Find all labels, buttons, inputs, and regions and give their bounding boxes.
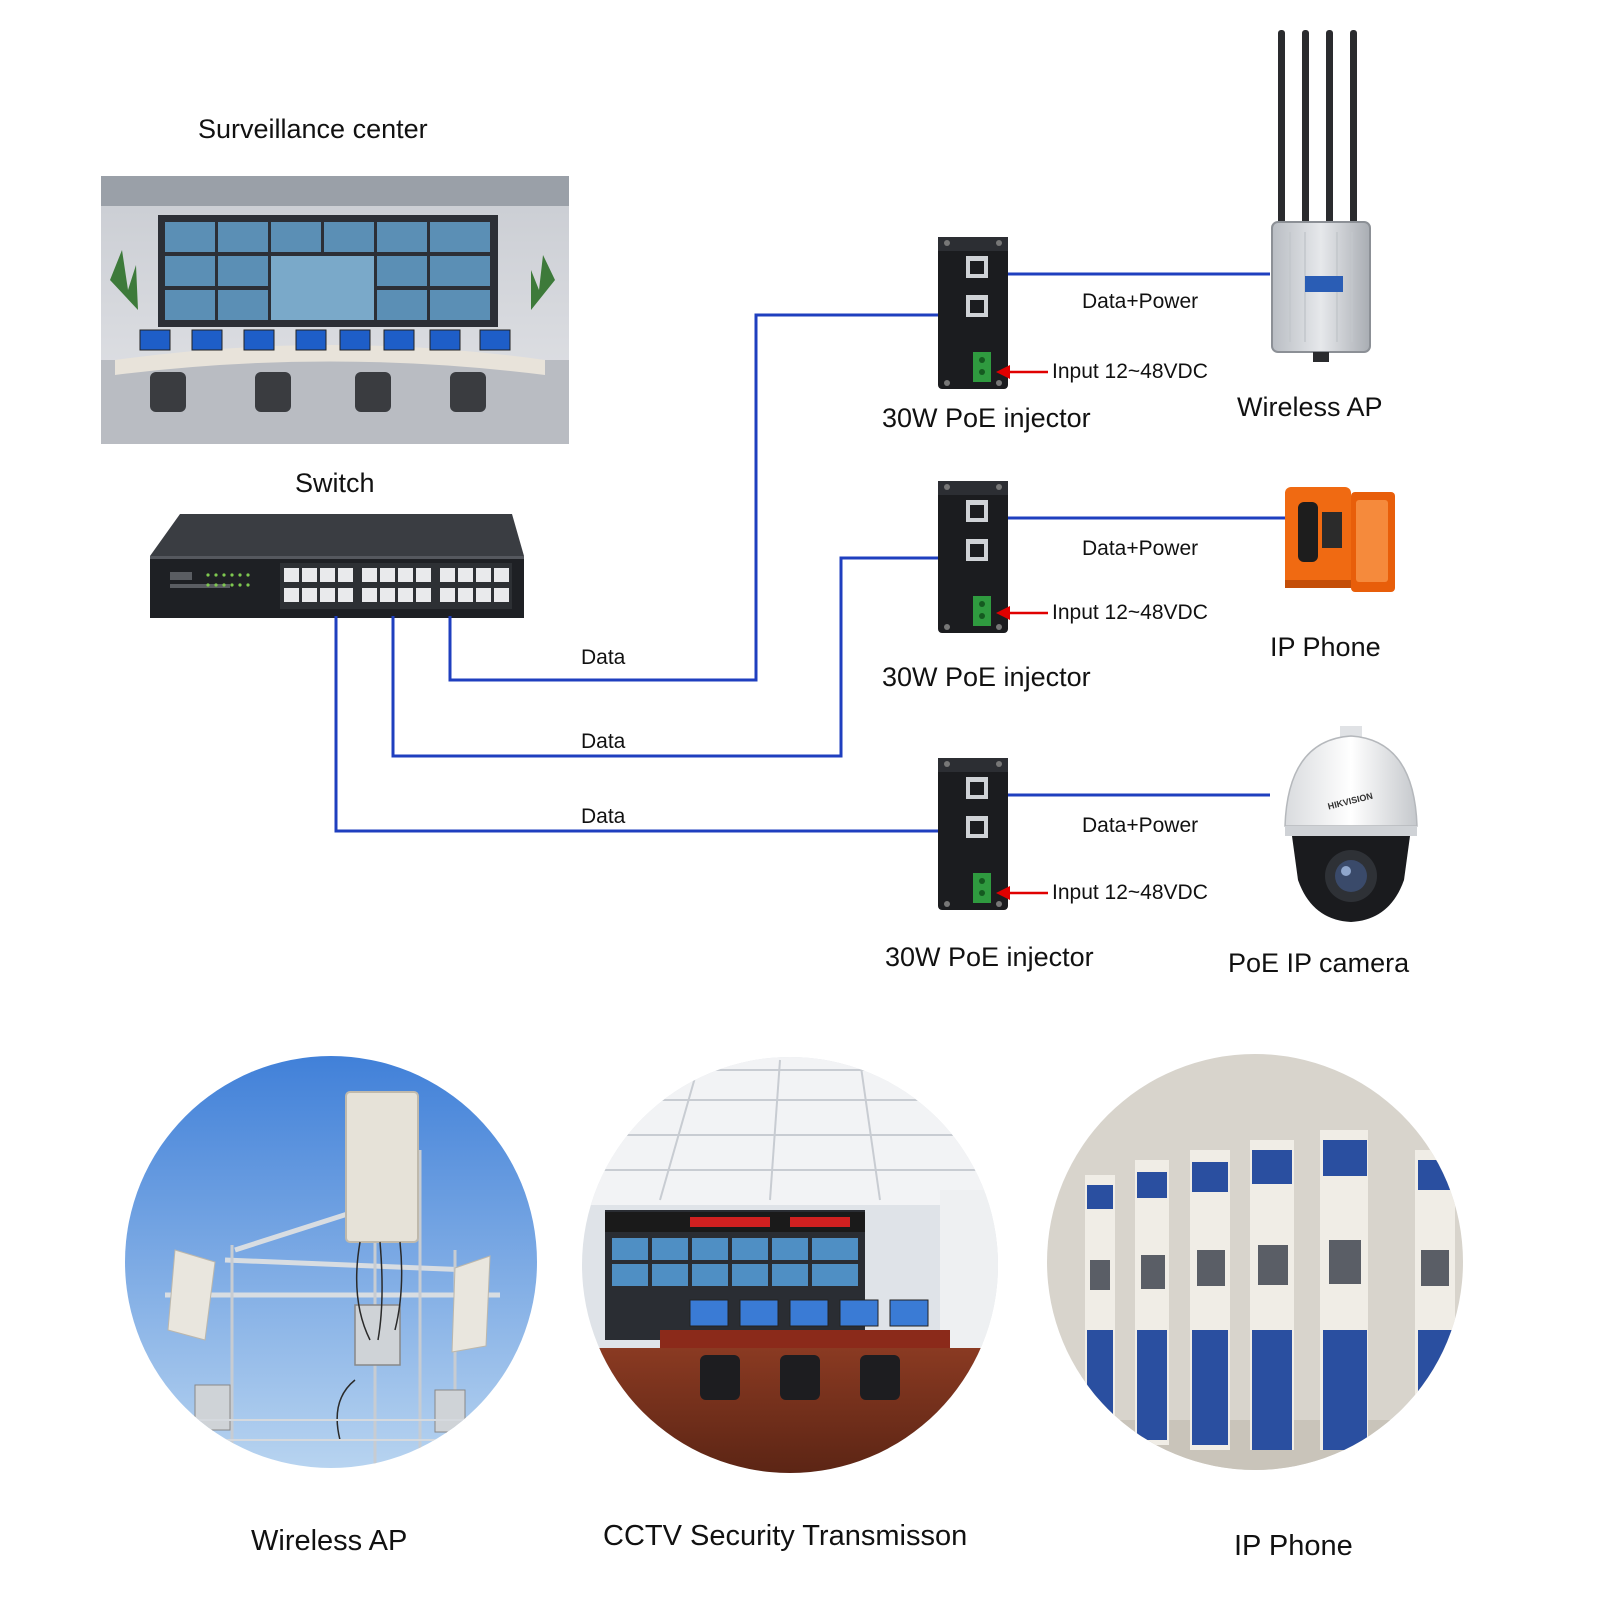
device-label-ip-camera: PoE IP camera [1228, 948, 1410, 978]
dome-camera-icon: HIKVISION [1284, 726, 1418, 922]
device-label-wireless-ap: Wireless AP [1237, 392, 1383, 422]
input-voltage-label-3: Input 12~48VDC [1052, 881, 1208, 904]
device-label-ip-phone: IP Phone [1270, 632, 1381, 662]
ip-phone-icon [1285, 487, 1395, 592]
data-power-label-1: Data+Power [1082, 290, 1199, 313]
data-power-label-2: Data+Power [1082, 537, 1199, 560]
surveillance-center-title: Surveillance center [198, 114, 428, 144]
antenna-tower-photo [125, 1056, 537, 1468]
injector-label-3: 30W PoE injector [885, 942, 1094, 972]
input-arrows [996, 365, 1048, 900]
poe-injector-2 [938, 481, 1008, 633]
injector-label-1: 30W PoE injector [882, 403, 1091, 433]
data-power-label-3: Data+Power [1082, 814, 1199, 837]
phone-booths-photo [1047, 1054, 1463, 1470]
switch-device [150, 514, 524, 618]
data-power-lines [1005, 272, 1285, 797]
wireless-ap-icon [1271, 30, 1371, 362]
surveillance-center-photo [101, 176, 569, 444]
data-label-1: Data [581, 646, 626, 669]
data-label-2: Data [581, 730, 626, 753]
application-caption-wireless-ap: Wireless AP [251, 1525, 408, 1557]
application-caption-cctv: CCTV Security Transmisson [603, 1520, 968, 1552]
data-lines [334, 313, 938, 833]
switch-title: Switch [295, 468, 375, 498]
control-room-photo [582, 1057, 998, 1473]
poe-injector-1 [938, 237, 1008, 389]
application-caption-ip-phone: IP Phone [1234, 1530, 1353, 1562]
input-voltage-label-2: Input 12~48VDC [1052, 601, 1208, 624]
input-voltage-label-1: Input 12~48VDC [1052, 360, 1208, 383]
injector-label-2: 30W PoE injector [882, 662, 1091, 692]
poe-injector-3 [938, 758, 1008, 910]
data-label-3: Data [581, 805, 626, 828]
